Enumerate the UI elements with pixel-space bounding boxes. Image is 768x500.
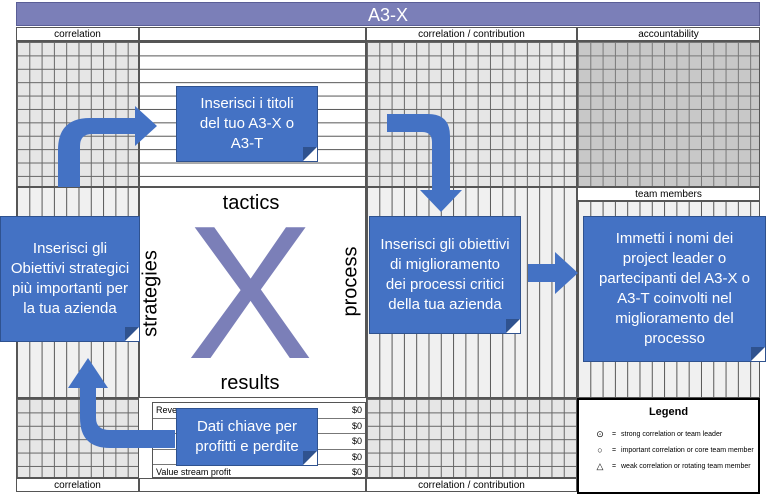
title-bar: A3-X [16,2,760,26]
header-accountability: accountability [577,27,760,41]
header-correlation-left: correlation [16,27,139,41]
arrow-right-down-icon [387,114,462,212]
note-titles: Inserisci i titoli del tuo A3-X o A3-T [176,86,318,162]
tactics-label: tactics [222,192,280,214]
header-team-members: team members [577,187,760,201]
note-team: Immetti i nomi dei project leader o part… [583,216,766,362]
header-blank [139,27,366,41]
footer-blank [139,478,366,492]
x-letter: X [186,187,314,399]
weak-correlation-icon: △ [596,460,604,471]
results-label: results [220,372,280,394]
note-improvement: Inserisci gli obiettivi di miglioramento… [369,216,521,334]
grid-bottom-right [366,398,577,478]
grid-accountability [577,41,760,187]
financial-row: Value stream profit$0 [156,467,362,477]
legend-box: Legend ⊙ = strong correlation or team le… [577,398,760,494]
important-correlation-icon: ○ [597,445,603,455]
note-kpi: Dati chiave per profitti e perdite [176,408,318,466]
arrow-up-right-icon [58,106,157,187]
arrow-up-from-kpi-icon [68,358,175,448]
footer-correlation-left: correlation [16,478,139,492]
legend-row: △ = weak correlation or rotating team me… [593,458,758,474]
legend-row: ○ = important correlation or core team m… [593,442,758,458]
footer-correlation-contribution: correlation / contribution [366,478,577,492]
arrow-right-icon [528,252,578,294]
legend-row: ⊙ = strong correlation or team leader [593,426,758,442]
legend-title: Legend [648,406,689,418]
note-objectives: Inserisci gli Obiettivi strategici più i… [0,216,140,342]
center-x-matrix [139,187,366,398]
header-correlation-contribution: correlation / contribution [366,27,577,41]
strong-correlation-icon: ⊙ [596,428,604,439]
grid-top-left [16,41,139,187]
